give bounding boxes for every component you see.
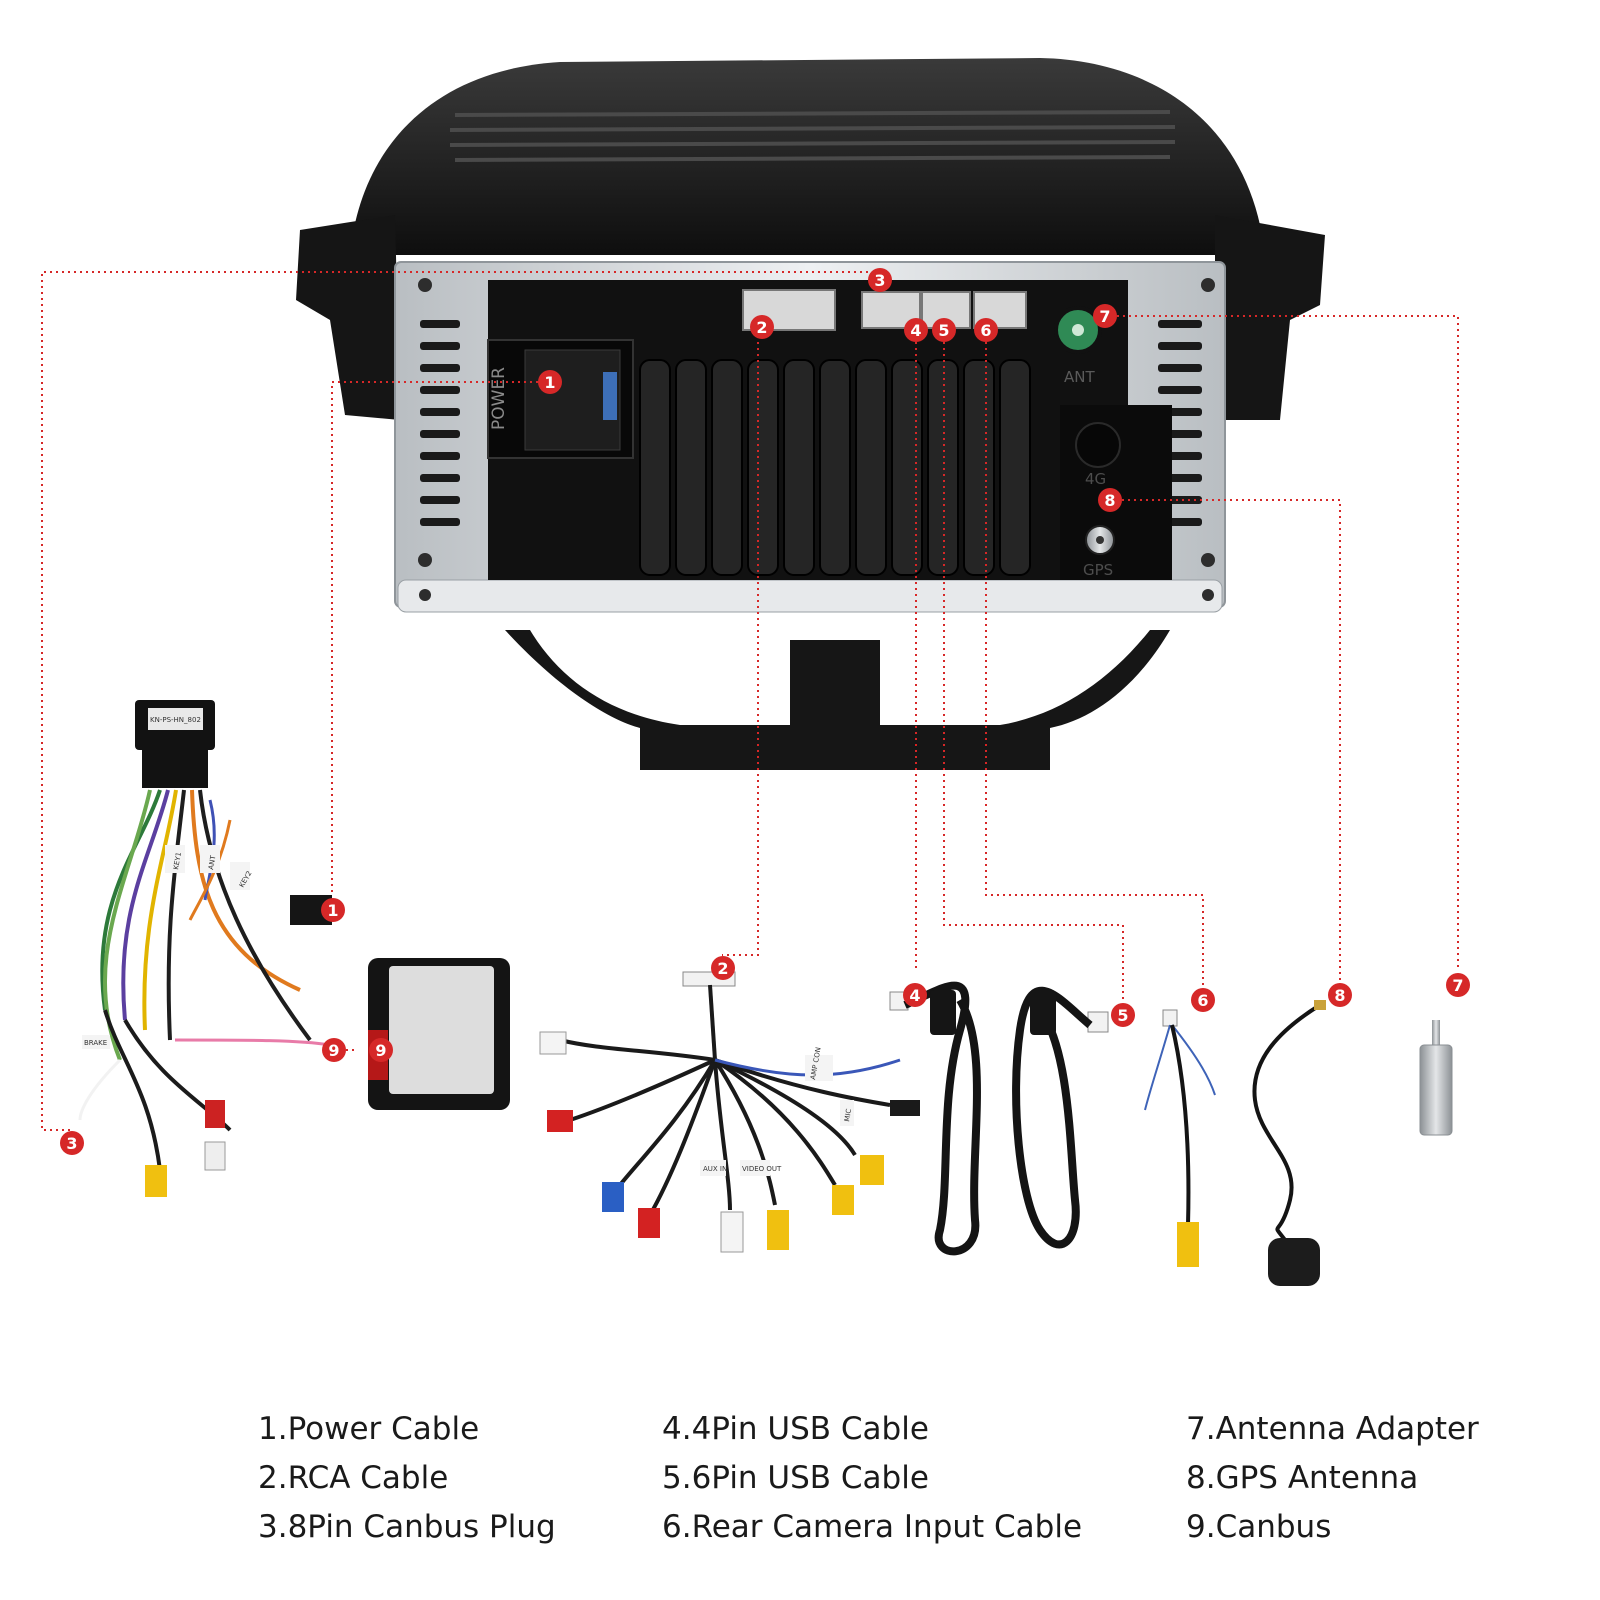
badge-power: 1 bbox=[321, 898, 345, 922]
badge-canbus: 9 bbox=[369, 1038, 393, 1062]
harness-plug-bottom bbox=[142, 748, 208, 788]
badge-antenna: 7 bbox=[1446, 973, 1470, 997]
badge-group: 1 1 2 2 3 3 4 4 5 5 6 6 7 7 8 8 9 9 bbox=[60, 268, 1470, 1155]
svg-text:9: 9 bbox=[328, 1041, 339, 1060]
legend-item-rca-cable: 2.RCA Cable bbox=[258, 1460, 449, 1496]
rca-jacks bbox=[539, 1031, 920, 1253]
mounting-frame bbox=[505, 630, 1170, 770]
harness-rca-jacks bbox=[145, 1100, 226, 1197]
badge-gps-unit: 8 bbox=[1098, 488, 1122, 512]
tag-mic: MIC bbox=[843, 1108, 853, 1122]
rca-tags: AMP CON MIC AUX IN VIDEO OUT bbox=[700, 1047, 854, 1176]
antenna-port: ANT bbox=[1054, 306, 1102, 386]
leader-usb6 bbox=[943, 330, 1124, 1000]
badge-power-unit: 1 bbox=[538, 370, 562, 394]
legend-item-usb6-cable: 5.6Pin USB Cable bbox=[662, 1460, 929, 1496]
heatsink-fins bbox=[639, 359, 1031, 576]
badge-camera-unit: 6 bbox=[974, 318, 998, 342]
gps-port-label: GPS bbox=[1083, 561, 1113, 579]
chassis-bottom-lip bbox=[397, 579, 1223, 613]
fourg-port: 4G bbox=[1075, 422, 1121, 488]
badge-rca: 2 bbox=[711, 956, 735, 980]
svg-text:2: 2 bbox=[756, 318, 767, 337]
power-port-label: POWER bbox=[489, 367, 509, 430]
power-harness-tags: KEY1 ANT KEY2 BRAKE bbox=[82, 845, 254, 1049]
legend-item-power-cable: 1.Power Cable bbox=[258, 1411, 480, 1447]
badge-camera: 6 bbox=[1191, 988, 1215, 1012]
harness-label-sticker bbox=[148, 708, 203, 730]
badge-usb4-unit: 4 bbox=[904, 318, 928, 342]
harness-label-text: KN-PS-HN_802 bbox=[150, 716, 201, 724]
power-connector: POWER bbox=[487, 339, 634, 459]
power-harness: KN-PS-HN_802 KEY1 bbox=[78, 700, 332, 1197]
legend-item-gps-antenna: 8.GPS Antenna bbox=[1186, 1460, 1419, 1496]
left-bracket bbox=[296, 215, 400, 420]
antenna-adapter bbox=[1419, 1020, 1453, 1136]
camera-cable bbox=[1144, 1009, 1216, 1267]
tag-video-out: VIDEO OUT bbox=[742, 1165, 782, 1173]
badge-usb6-unit: 5 bbox=[932, 318, 956, 342]
badge-canbus-plug-unit: 3 bbox=[868, 268, 892, 292]
badge-usb4: 4 bbox=[903, 983, 927, 1007]
legend-item-usb4-cable: 4.4Pin USB Cable bbox=[662, 1411, 929, 1447]
rca-cable: AMP CON MIC AUX IN VIDEO OUT bbox=[539, 971, 920, 1253]
left-vent-slots bbox=[420, 320, 460, 526]
legend-column-3: 7.Antenna Adapter 8.GPS Antenna 9.Canbus bbox=[1186, 1405, 1479, 1552]
svg-text:8: 8 bbox=[1334, 986, 1345, 1005]
svg-text:4: 4 bbox=[909, 986, 920, 1005]
svg-text:7: 7 bbox=[1452, 976, 1463, 995]
leader-gps bbox=[1110, 499, 1341, 985]
svg-text:1: 1 bbox=[544, 373, 555, 392]
harness-wires bbox=[78, 789, 331, 1171]
leader-camera bbox=[985, 330, 1204, 985]
legend-column-2: 4.4Pin USB Cable 5.6Pin USB Cable 6.Rear… bbox=[662, 1405, 1082, 1552]
tag-aux-in: AUX IN bbox=[703, 1165, 727, 1173]
legend-item-camera-cable: 6.Rear Camera Input Cable bbox=[662, 1509, 1083, 1545]
unit-shell bbox=[350, 58, 1265, 255]
tag-ant: ANT bbox=[207, 854, 217, 870]
svg-text:6: 6 bbox=[980, 321, 991, 340]
leader-rca bbox=[722, 330, 759, 956]
svg-text:3: 3 bbox=[874, 271, 885, 290]
svg-text:7: 7 bbox=[1099, 307, 1110, 326]
legend-item-antenna-adapter: 7.Antenna Adapter bbox=[1186, 1411, 1479, 1447]
head-unit: POWER ANT 4G GPS bbox=[296, 58, 1325, 770]
badge-gps: 8 bbox=[1328, 983, 1352, 1007]
svg-text:4: 4 bbox=[910, 321, 921, 340]
svg-text:5: 5 bbox=[1117, 1006, 1128, 1025]
canbus-box bbox=[368, 958, 510, 1110]
legend-item-canbus: 9.Canbus bbox=[1186, 1509, 1332, 1545]
svg-text:2: 2 bbox=[717, 959, 728, 978]
svg-text:5: 5 bbox=[938, 321, 949, 340]
chassis-screws bbox=[418, 278, 1215, 601]
usb6-cable bbox=[1012, 986, 1109, 1249]
legend-item-canbus-plug: 3.8Pin Canbus Plug bbox=[258, 1509, 556, 1545]
usb4-cable bbox=[889, 981, 981, 1256]
svg-text:3: 3 bbox=[66, 1134, 77, 1153]
svg-text:6: 6 bbox=[1197, 991, 1208, 1010]
right-bracket bbox=[1215, 215, 1325, 420]
leader-power bbox=[331, 381, 550, 895]
badge-usb6: 5 bbox=[1111, 1003, 1135, 1027]
svg-text:9: 9 bbox=[375, 1041, 386, 1060]
badge-rca-unit: 2 bbox=[750, 315, 774, 339]
ant-port-label: ANT bbox=[1064, 368, 1095, 386]
gps-antenna bbox=[1252, 1000, 1326, 1286]
svg-text:1: 1 bbox=[327, 901, 338, 920]
tag-key1: KEY1 bbox=[172, 851, 183, 870]
svg-text:8: 8 bbox=[1104, 491, 1115, 510]
fourg-port-label: 4G bbox=[1085, 470, 1106, 488]
badge-canbus-wire: 9 bbox=[322, 1038, 346, 1062]
leader-canbus-plug bbox=[41, 271, 880, 1131]
badge-antenna-unit: 7 bbox=[1093, 304, 1117, 328]
legend-column-1: 1.Power Cable 2.RCA Cable 3.8Pin Canbus … bbox=[258, 1405, 556, 1552]
shell-vents bbox=[449, 110, 1176, 162]
badge-canbus-plug: 3 bbox=[60, 1131, 84, 1155]
leader-lines bbox=[41, 271, 1459, 1131]
gps-port: GPS bbox=[1083, 525, 1115, 579]
tag-brake: BRAKE bbox=[84, 1039, 107, 1047]
